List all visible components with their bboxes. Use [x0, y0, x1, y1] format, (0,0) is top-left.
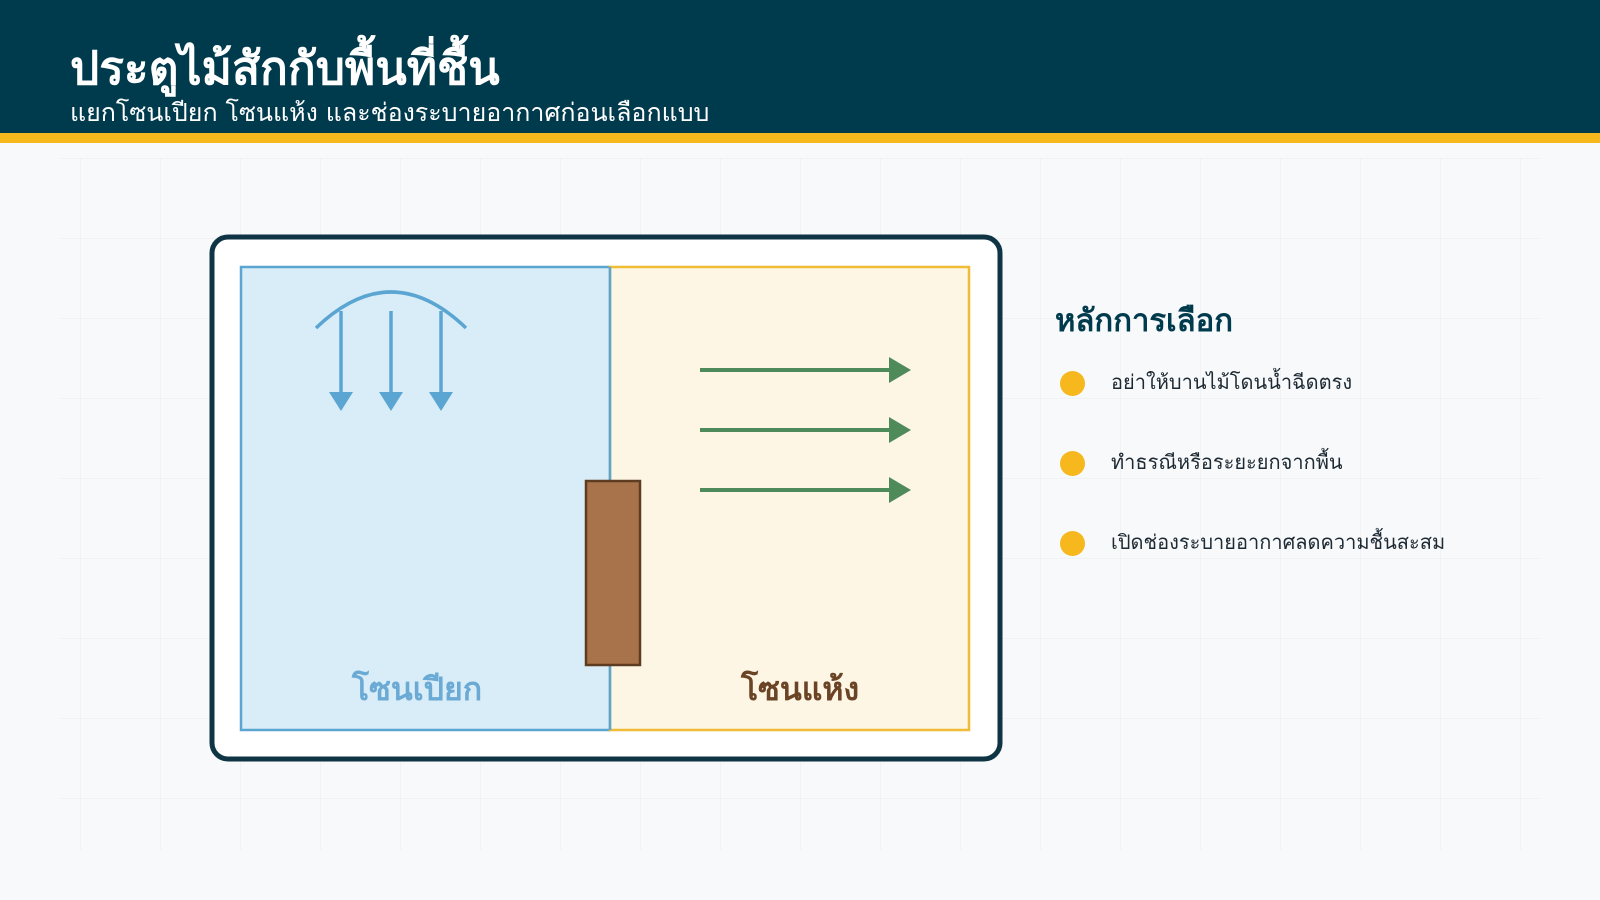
shower-icon: [314, 290, 468, 411]
list-item: อย่าให้บานไม้โดนน้ำฉีดตรง: [1060, 363, 1580, 403]
dry-zone: [608, 265, 971, 732]
list-item: ทำธรณีหรือระยะยกจากพื้น: [1060, 443, 1580, 483]
airflow-arrow-icon: [700, 357, 911, 503]
bullet-dot-icon: [1060, 451, 1085, 476]
list-item: เปิดช่องระบายอากาศลดความชื้นสะสม: [1060, 523, 1580, 563]
header-accent-stripe: [0, 133, 1600, 143]
bullet-dot-icon: [1060, 531, 1085, 556]
header-bar: [0, 0, 1600, 133]
page-subtitle: แยกโซนเปียก โซนแห้ง และช่องระบายอากาศก่อ…: [70, 98, 710, 127]
list-item-text: เปิดช่องระบายอากาศลดความชื้นสะสม: [1111, 530, 1446, 554]
bullet-dot-icon: [1060, 371, 1085, 396]
list-item-text: ทำธรณีหรือระยะยกจากพื้น: [1111, 450, 1343, 474]
wet-zone: [239, 265, 612, 732]
side-panel-title: หลักการเลือก: [1055, 303, 1234, 339]
list-item-text: อย่าให้บานไม้โดนน้ำฉีดตรง: [1111, 370, 1353, 394]
door-icon: [584, 479, 642, 667]
dry-zone-label: โซนแห้ง: [740, 670, 859, 708]
wet-zone-label: โซนเปียก: [351, 670, 482, 708]
page-title: ประตูไม้สักกับพื้นที่ชื้น: [70, 41, 500, 95]
